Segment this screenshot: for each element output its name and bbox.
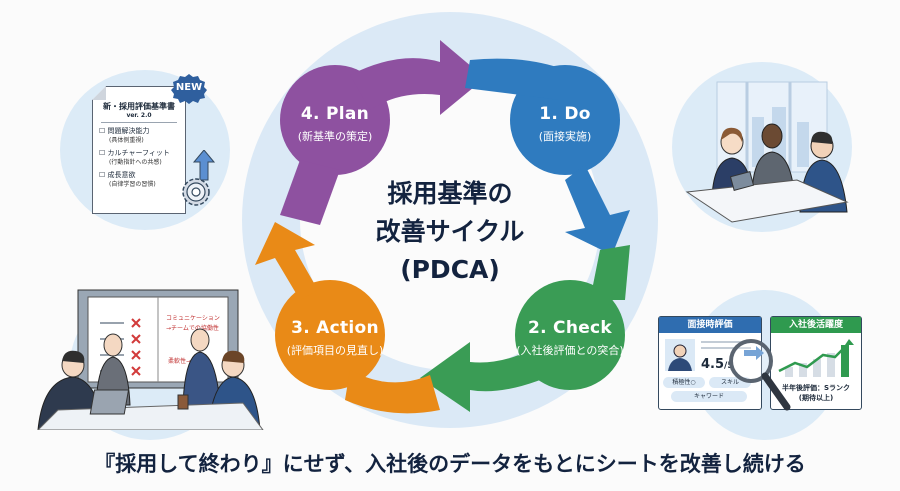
step-plan: 4. Plan (新基準の策定) xyxy=(285,104,385,144)
doc-item: ☐ カルチャーフィット(行動指針への共感) xyxy=(99,149,170,166)
doc-divider xyxy=(101,122,177,123)
badge-seal-icon xyxy=(171,74,207,104)
step-check-title: 2. Check xyxy=(527,318,613,338)
post-hire-performance-card: 入社後活躍度 半年後評価：Sランク (期待以上) xyxy=(770,316,862,410)
new-badge: NEW xyxy=(170,74,208,104)
growth-chart-icon xyxy=(778,339,854,377)
candidate-avatar-icon xyxy=(665,339,695,371)
step-do-subtitle: (面接実施) xyxy=(538,130,592,143)
whiteboard-note: 柔軟性→ xyxy=(168,357,191,365)
tag-chip: スキル xyxy=(709,377,751,388)
step-plan-subtitle: (新基準の策定) xyxy=(297,130,373,143)
step-action: 3. Action (評価項目の見直し) xyxy=(270,318,400,358)
new-badge-label: NEW xyxy=(175,82,203,93)
magnifier-icon xyxy=(729,339,791,411)
action-arrow xyxy=(255,222,440,414)
step-plan-title: 4. Plan xyxy=(300,104,370,124)
step-do: 1. Do (面接実施) xyxy=(515,104,615,144)
step-action-subtitle: (評価項目の見直し) xyxy=(286,344,384,357)
whiteboard-note: →チームでの協働性 xyxy=(166,324,219,332)
meeting-review-illustration: コミュニケーション →チームでの協働性 柔軟性→ xyxy=(37,289,264,430)
do-arrow xyxy=(465,58,630,255)
interview-scene-illustration xyxy=(685,81,849,223)
cycle-center-title: 採用基準の 改善サイクル (PDCA) xyxy=(340,175,560,289)
check-arrow xyxy=(420,245,630,412)
arrow-right-icon xyxy=(744,346,764,360)
step-action-title: 3. Action xyxy=(291,318,379,338)
performance-result-note: (期待以上) xyxy=(798,394,834,402)
step-check: 2. Check (入社後評価との突合) xyxy=(505,318,635,358)
tag-chip: キャワード xyxy=(671,391,747,402)
center-title-line3: (PDCA) xyxy=(400,255,500,284)
criteria-document: 新・採用評価基準書 ver. 2.0 ☐ 問題解決能力(具体例重視) ☐ カルチ… xyxy=(92,86,186,214)
gear-upgrade-icon xyxy=(182,150,216,206)
performance-result: 半年後評価：Sランク xyxy=(781,384,851,392)
footer-caption: 『採用して終わり』にせず、入社後のデータをもとにシートを改善し続ける xyxy=(94,452,806,476)
whiteboard-note: コミュニケーション xyxy=(166,315,220,322)
center-title-line1: 採用基準の xyxy=(387,179,513,208)
doc-title: 新・採用評価基準書 xyxy=(103,102,175,111)
plan-arrow xyxy=(280,40,485,225)
interview-score: 4.5/5 xyxy=(701,357,734,372)
doc-item: ☐ 成長意欲(自律学習の習慣) xyxy=(99,171,156,188)
center-title-line2: 改善サイクル xyxy=(375,217,525,246)
doc-item: ☐ 問題解決能力(具体例重視) xyxy=(99,127,150,144)
interview-score-card: 面接時評価 4.5/5 積極性○ スキル キャワード xyxy=(658,316,762,410)
performance-card-title: 入社後活躍度 xyxy=(771,317,861,333)
doc-version: ver. 2.0 xyxy=(126,112,152,119)
tag-chip: 積極性○ xyxy=(663,377,705,388)
step-check-subtitle: (入社後評価との突合) xyxy=(516,344,624,357)
interview-card-title: 面接時評価 xyxy=(659,317,761,333)
step-do-title: 1. Do xyxy=(539,104,591,124)
